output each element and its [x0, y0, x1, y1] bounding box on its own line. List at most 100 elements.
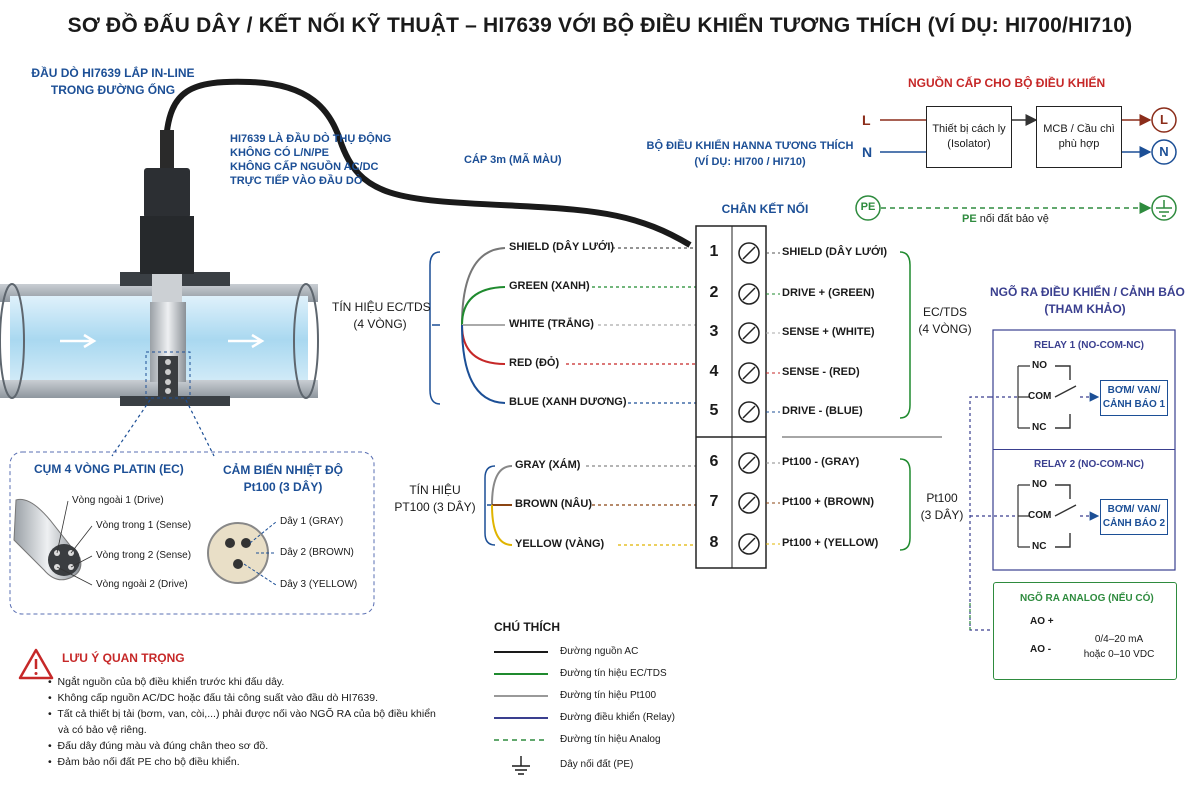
probe-label-line2: TRONG ĐƯỜNG ỐNG [50, 83, 176, 97]
ring-label: Vòng trong 2 (Sense) [96, 550, 192, 561]
warning-title: LƯU Ý QUAN TRỌNG [62, 651, 185, 665]
legend-title: CHÚ THÍCH [494, 620, 560, 634]
ec-signal-group-label: TÍN HIỆU EC/TDS (4 VÒNG) [332, 299, 431, 333]
legend-swatches [494, 651, 548, 775]
group-label-line: PT100 (3 DÂY) [394, 500, 476, 514]
pt100-connector-drawing [207, 521, 277, 586]
ao-plus-label: AO + [1030, 616, 1054, 627]
terminal-function: Pt100 + (YELLOW) [782, 537, 879, 549]
power-n-label: N [862, 144, 873, 160]
isolator-line: (Isolator) [947, 138, 991, 150]
power-l-out: L [1160, 112, 1168, 127]
note-line: KHÔNG CẤP NGUỒN AC/DC [230, 161, 379, 173]
group-label-line: (3 DÂY) [920, 508, 964, 522]
terminal-function: Pt100 + (BROWN) [782, 496, 874, 508]
terminal-screw-slot [742, 246, 756, 260]
ring-title: CỤM 4 VÒNG PLATIN (EC) [34, 462, 184, 476]
isolator-box: Thiết bị cách ly(Isolator) [926, 106, 1012, 168]
cable-label: CÁP 3m (MÃ MÀU) [464, 154, 562, 166]
note-line: HI7639 LÀ ĐẦU DÒ THỤ ĐỘNG [230, 133, 392, 145]
terminal-number: 6 [709, 453, 719, 470]
power-wiring [855, 107, 1177, 221]
terminal-screw-slot [742, 456, 756, 470]
relay-divider [993, 449, 1175, 450]
mcb-line: phù hợp [1058, 138, 1100, 150]
wire-label: GRAY (XÁM) [515, 459, 581, 471]
warning-icon [18, 648, 54, 680]
group-label-line: (4 VÒNG) [918, 322, 972, 336]
analog-title: NGÕ RA ANALOG (NẾU CÓ) [1020, 593, 1154, 604]
legend-item: Dây nối đất (PE) [560, 759, 634, 770]
group-label-line: (4 VÒNG) [353, 317, 407, 331]
analog-range-line: hoặc 0–10 VDC [1083, 649, 1155, 660]
warning-item: • Đảm bảo nối đất PE cho bộ điều khiển. [48, 756, 240, 768]
wire-label: SHIELD (DÂY LƯỚI) [509, 241, 615, 253]
power-l-label: L [862, 112, 871, 128]
legend-item: Đường nguồn AC [560, 646, 639, 657]
probe-label: ĐẦU DÒ HI7639 LẮP IN-LINE TRONG ĐƯỜNG ỐN… [10, 66, 216, 97]
wire-label: YELLOW (VÀNG) [515, 538, 605, 550]
terminal-screw-slot [742, 287, 756, 301]
terminal-screw-slot [742, 326, 756, 340]
mcb-box: MCB / Cầu chì phù hợp [1036, 106, 1122, 168]
ao-minus-label: AO - [1030, 644, 1052, 655]
probe-hi7639 [140, 78, 692, 399]
controller-label-line1: BỘ ĐIỀU KHIỂN HANNA TƯƠNG THÍCH [646, 140, 854, 152]
wire-label: BROWN (NÂU) [515, 498, 592, 510]
wire-label: RED (ĐỎ) [509, 357, 560, 369]
page-title: SƠ ĐỒ ĐẤU DÂY / KẾT NỐI KỸ THUẬT – HI763… [67, 14, 1133, 37]
probe-label-line1: ĐẦU DÒ HI7639 LẮP IN-LINE [31, 66, 195, 80]
group-label-line: Pt100 [926, 491, 958, 505]
relay-contact-nc: NC [1032, 541, 1047, 552]
terminal-screw-slot [742, 496, 756, 510]
mcb-line: MCB / Cầu chì [1043, 123, 1115, 135]
relay2-load-box: BƠM/ VAN/CẢNH BÁO 2 [1100, 499, 1168, 535]
legend-item: Đường tín hiệu EC/TDS [560, 668, 667, 679]
load-line: BƠM/ VAN/ [1107, 504, 1161, 515]
terminal-function: DRIVE - (BLUE) [782, 405, 863, 417]
terminal-number: 7 [709, 493, 719, 510]
legend-item: Đường tín hiệu Analog [560, 734, 661, 745]
wire-label: WHITE (TRẮNG) [509, 318, 594, 330]
relay1-load-box: BƠM/ VAN/CẢNH BÁO 1 [1100, 380, 1168, 416]
group-label-line: TÍN HIỆU [409, 483, 461, 497]
relay-contact-nc: NC [1032, 422, 1047, 433]
wire-harness [429, 247, 696, 546]
temp-wire-label: Dây 3 (YELLOW) [280, 579, 358, 590]
warning-item: • Ngắt nguồn của bộ điều khiển trước khi… [48, 676, 285, 688]
ring-label: Vòng ngoài 1 (Drive) [72, 495, 164, 506]
terminal-function: Pt100 - (GRAY) [782, 456, 860, 468]
analog-output-box [993, 582, 1177, 680]
pt100-group-right-label: Pt100 (3 DÂY) [912, 490, 972, 524]
pe-label: PE [860, 201, 876, 213]
relay-contact-no: NO [1032, 360, 1047, 371]
terminal-function-leads [766, 251, 942, 551]
ring-label: Vòng trong 1 (Sense) [96, 520, 192, 531]
relay-contact-no: NO [1032, 479, 1047, 490]
terminal-number: 3 [709, 323, 719, 340]
wire-label: BLUE (XANH DƯƠNG) [509, 396, 627, 408]
ec-group-right-label: EC/TDS (4 VÒNG) [914, 304, 976, 338]
note-line: TRỰC TIẾP VÀO ĐẦU DÒ [230, 175, 363, 187]
wire-label: GREEN (XANH) [509, 280, 590, 292]
terminal-number: 4 [709, 363, 719, 380]
terminal-title: CHÂN KẾT NỐI [721, 202, 809, 216]
terminal-number: 5 [709, 402, 719, 419]
outputs-title-line2: (THAM KHẢO) [1044, 302, 1126, 316]
terminal-function: SHIELD (DÂY LƯỚI) [782, 246, 888, 258]
output-wiring [969, 329, 1176, 655]
analog-range-line: 0/4–20 mA [1094, 634, 1144, 645]
passive-probe-note: HI7639 LÀ ĐẦU DÒ THỤ ĐỘNG KHÔNG CÓ L/N/P… [230, 132, 391, 188]
power-n-out: N [1159, 144, 1169, 159]
controller-label: BỘ ĐIỀU KHIỂN HANNA TƯƠNG THÍCH (VÍ DỤ: … [640, 138, 860, 170]
terminal-screw-slot [742, 366, 756, 380]
legend-item: Đường điều khiển (Relay) [560, 712, 675, 723]
warning-item: • Tất cả thiết bị tải (bơm, van, còi,...… [48, 708, 436, 720]
warning-item: • Không cấp nguồn AC/DC hoặc đấu tải côn… [48, 692, 378, 704]
terminal-function: DRIVE + (GREEN) [782, 287, 875, 299]
terminal-screw-slot [742, 405, 756, 419]
terminal-screw-slot [742, 537, 756, 551]
load-line: BƠM/ VAN/ [1107, 385, 1161, 396]
note-line: KHÔNG CÓ L/N/PE [230, 147, 330, 159]
